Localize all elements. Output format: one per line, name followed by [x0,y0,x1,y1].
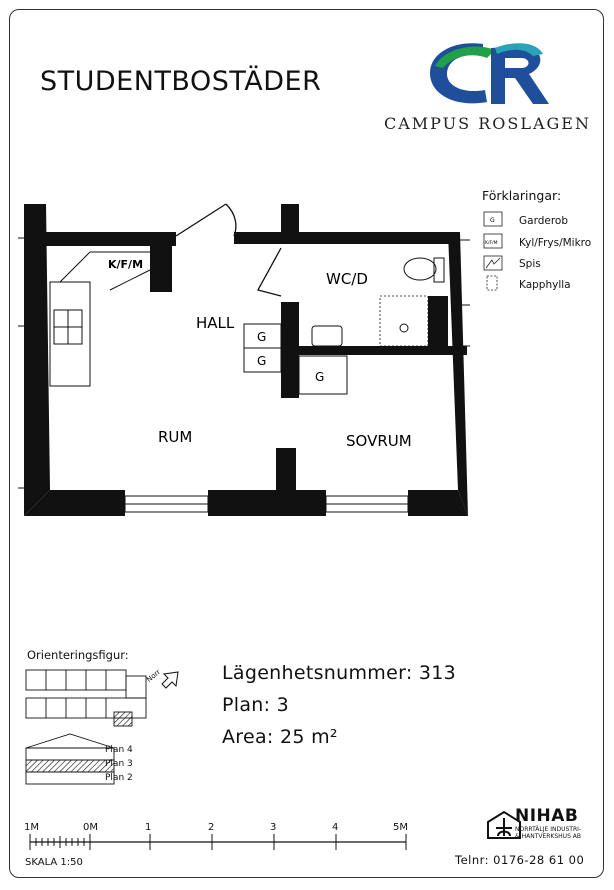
shower-area [379,295,429,347]
room-label-rum: RUM [158,428,192,446]
kfm-column [150,244,172,292]
wall-top-left [46,232,176,246]
entrance-door [175,203,237,237]
legend-title: Förklaringar: [482,188,562,203]
company-sub2: & HANTVERKSHUS AB [515,833,582,840]
wall-top-right [234,232,460,244]
scale-tick-4: 4 [332,822,339,833]
scale-tick-2: 2 [208,822,215,833]
scale-tick-3: 3 [270,822,277,833]
scale-label: SKALA 1:50 [25,857,83,868]
wall-stub-top [281,204,299,244]
page-title: STUDENTBOSTÄDER [40,66,322,97]
wall-bottom-right [408,490,468,516]
legend-label-spis: Spis [519,258,541,270]
room-label-wc: WC/D [326,270,368,288]
wall-bottom-left [24,490,125,516]
legend-kfm-letter: K/F/M [485,240,498,246]
orient-building-top [25,669,127,691]
wardrobe-hall-2-label: G [257,354,266,368]
wc-sink [311,325,343,347]
legend-label-kapphylla: Kapphylla [519,279,571,291]
room-label-sovrum: SOVRUM [346,432,412,450]
floor-plan: K/F/M G G G HALL WC/D RUM SOVRUM [18,203,470,516]
legend-garderob-symbol [483,211,503,227]
orient-label-plan3: Plan 3 [105,759,133,769]
wardrobe-sovrum [298,355,348,395]
scale-bar [29,834,407,850]
orientation-title: Orienteringsfigur: [27,648,129,662]
wc-column [428,296,448,346]
legend-kapphylla-symbol [486,275,498,291]
floor-number: Plan: 3 [222,694,290,716]
orient-apartment-marker [113,711,133,727]
wardrobe-hall-1-label: G [257,330,266,344]
wall-left [24,204,50,516]
orient-label-plan4: Plan 4 [105,745,133,755]
brand-name: CAMPUS ROSLAGEN [384,114,591,133]
wardrobe-hall-2 [243,347,282,373]
apartment-number: Lägenhetsnummer: 313 [222,662,457,684]
legend-label-garderob: Garderob [519,215,569,227]
legend-spis-diagonal [485,257,501,269]
legend-garderob-letter: G [490,217,495,224]
scale-tick-0m: 0M [83,822,98,833]
wall-hall-divider [281,302,299,398]
windows [124,495,409,513]
kitchen-counter [49,281,91,387]
legend-spis-symbol [483,255,503,271]
scale-tick-1: 1 [145,822,152,833]
orient-roof [25,733,115,749]
wall-right [448,232,468,516]
wall-wc-sovrum [299,346,467,355]
logo-teal-swoosh [495,43,543,56]
orient-label-plan2: Plan 2 [105,773,133,783]
orient-level-3 [25,759,115,773]
company-name: NIHAB [515,806,579,826]
stove-lines [59,251,151,291]
logo-green-swoosh [435,46,495,68]
phone-number: Telnr: 0176-28 61 00 [455,853,585,867]
shower-drain [399,323,409,333]
wall-bottom-mid [208,490,326,516]
walls [24,204,468,516]
wardrobe-sovrum-label: G [315,370,324,384]
orient-level-2 [25,771,115,785]
legend-label-kfm: Kyl/Frys/Mikro [519,237,592,249]
dimension-ticks [18,237,470,489]
nihab-logo-icon [487,810,521,839]
scale-tick-1m: 1M [24,822,39,833]
legend-symbols: G K/F/M [483,211,503,291]
orient-level-4 [25,747,115,761]
room-label-hall: HALL [196,314,235,332]
north-arrow-icon [161,671,179,689]
wall-rum-stub [276,448,296,490]
company-sub1: NORRTÄLJE INDUSTRI- [515,826,582,833]
area: Area: 25 m² [222,726,338,748]
wc-door [257,247,282,297]
toilet [403,257,437,281]
north-arrow [161,671,179,689]
legend-kfm-symbol [483,233,503,249]
page-frame [9,9,604,878]
scale-tick-5m: 5M [393,822,408,833]
campus-roslagen-logo [429,43,549,104]
logo-r-shape [491,46,549,104]
kfm-label: K/F/M [108,258,143,271]
orientation-figure [25,669,147,785]
